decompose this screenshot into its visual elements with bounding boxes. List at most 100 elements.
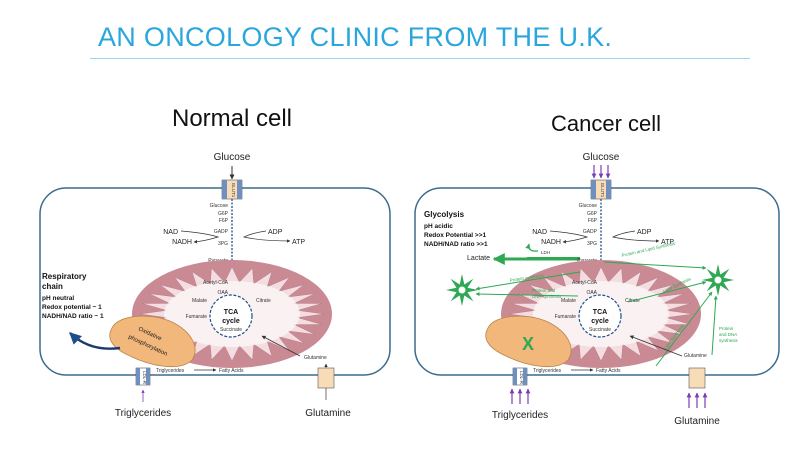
normal-chain-label: chain — [42, 282, 63, 291]
cancer-3pg: 3PG — [587, 241, 597, 247]
cancer-triglycerides-label: Triglycerides — [492, 410, 548, 421]
cancer-synthesis-star-right — [702, 264, 734, 296]
cancer-glucose-uptake-arrows — [591, 165, 611, 179]
cancer-nad-reduction-arrow — [549, 230, 589, 244]
cancer-glutamine-transporter — [688, 367, 706, 389]
normal-ph-text: pH neutral — [42, 295, 74, 302]
cancer-cell-panel: Cancer cell Glucose GLUT1 Glucose G6P F6… — [414, 111, 780, 427]
normal-oxphos-complex: Oxidative phosphorylation — [109, 315, 196, 367]
cancer-gadp: GADP — [583, 229, 598, 235]
cancer-glutamine-inner: Glutamine — [684, 353, 707, 359]
normal-g6p: G6P — [218, 211, 229, 217]
cancer-fatty-acids: Fatty Acids — [596, 368, 621, 374]
normal-tca-cycle-ring — [209, 294, 253, 338]
cancer-ldlr-label: LDL-R — [519, 371, 524, 385]
cancer-glutamine-to-tca-arrow — [629, 335, 683, 357]
normal-ldlr-label: LDL-R — [142, 371, 147, 385]
cancer-triglycerides-inner: Triglycerides — [533, 368, 562, 374]
normal-glut1-transporter: GLUT1 — [221, 179, 243, 200]
normal-fatty-acids: Fatty Acids — [219, 368, 244, 374]
cancer-nadh-recycling-arrow — [525, 243, 539, 252]
title-divider — [90, 58, 750, 59]
cancer-lipid-synthesis-arrow — [627, 280, 707, 303]
cancer-nad: NAD — [532, 229, 547, 236]
normal-glutamine-inner: Glutamine — [304, 355, 327, 361]
synthesis-star-core — [458, 286, 466, 294]
normal-nad: NAD — [163, 229, 178, 236]
cancer-protein-synthesis-arrow — [475, 271, 581, 291]
normal-glutamine-to-tca-arrow — [261, 335, 301, 357]
cancer-redox-text: Redox Potential >>1 — [424, 232, 487, 239]
normal-3pg: 3PG — [218, 241, 228, 247]
cancer-glucose-inner: Glucose — [579, 203, 598, 209]
normal-atp-generation-arrow — [242, 230, 291, 243]
normal-triglycerides-label: Triglycerides — [115, 408, 171, 419]
slide-title: AN ONCOLOGY CLINIC FROM THE U.K. — [98, 22, 613, 52]
normal-cell-heading: Normal cell — [172, 105, 292, 132]
cancer-dna-synthesis-arrow — [475, 292, 579, 297]
normal-electron-transport-arrow — [69, 332, 121, 350]
synthesis-star-core — [714, 276, 722, 284]
normal-adp: ADP — [268, 229, 283, 236]
cancer-glycolysis-label: Glycolysis — [424, 210, 465, 219]
normal-cell-panel: Normal cell Glucose GLUT1 Glucose G6P F6… — [39, 105, 391, 419]
normal-cell-membrane — [39, 187, 391, 376]
cancer-lipid-synthesis-arrow-2 — [655, 291, 713, 367]
cancer-ldlr-transporter: LDL-R — [512, 367, 528, 386]
cancer-oaa: OAA — [586, 290, 597, 296]
cancer-fumarate: Fumarate — [555, 314, 577, 320]
normal-respiratory-label: Respiratory — [42, 272, 87, 281]
cancer-protein-label-r2: and DNA — [719, 332, 737, 337]
normal-f6p: F6P — [219, 218, 229, 224]
normal-nadh: NADH — [172, 239, 192, 246]
cancer-protein-label-r3: synthesis — [719, 338, 739, 343]
cancer-glutamine-synthesis-arrow — [711, 295, 718, 356]
normal-malate: Malate — [192, 298, 207, 304]
normal-glutamine-transporter — [317, 367, 335, 389]
normal-triglycerides-inner: Triglycerides — [156, 368, 185, 374]
cancer-lactate: Lactate — [467, 255, 490, 262]
normal-redox-text: Redox potential ~ 1 — [42, 304, 102, 311]
cancer-glutamine-uptake-arrows — [686, 392, 708, 408]
cancer-atp: ATP — [661, 239, 674, 246]
cancer-tca-cycle-label: cycle — [591, 318, 609, 325]
normal-succinate: Succinate — [220, 327, 242, 333]
cancer-succinate: Succinate — [589, 327, 611, 333]
cancer-glut1-label: GLUT1 — [600, 183, 605, 198]
cancer-synthesis-star-left — [446, 274, 478, 306]
normal-citrate: Citrate — [256, 298, 271, 304]
cancer-protein-dna-label: Protein and — [532, 288, 556, 293]
normal-nad-reduction-arrow — [180, 230, 220, 244]
normal-tca-label: TCA — [224, 309, 238, 316]
cancer-protein-lipid-arrow — [603, 261, 707, 270]
cancer-dna-synthesis-label: DNA synthesis — [532, 294, 562, 299]
cancer-acetyl-coa: Acetyl-CoA — [572, 280, 598, 286]
cancer-ldh: LDH — [541, 250, 550, 255]
cancer-f6p: F6P — [588, 218, 598, 224]
normal-acetyl-coa: Acetyl-CoA — [203, 280, 229, 286]
cancer-triglyceride-uptake-arrows — [509, 388, 531, 404]
cancer-ph-text: pH acidic — [424, 223, 453, 230]
cancer-ratio-text: NADH/NAD ratio >>1 — [424, 241, 488, 248]
cancer-protein-synthesis-label: Protein synthesis — [509, 273, 544, 283]
normal-oaa: OAA — [217, 290, 228, 296]
cancer-protein-lipid-label: Protein and Lipid Synthesis — [621, 241, 676, 258]
cancer-cell-heading: Cancer cell — [551, 111, 661, 136]
cancer-atp-generation-arrow — [611, 230, 660, 243]
cancer-glut1-transporter: GLUT1 — [590, 179, 612, 200]
cancer-nadh: NADH — [541, 239, 561, 246]
normal-fumarate: Fumarate — [186, 314, 208, 320]
cancer-tca-cycle-ring — [578, 294, 622, 338]
cancer-adp: ADP — [637, 229, 652, 236]
normal-atp: ATP — [292, 239, 305, 246]
normal-glucose-inner: Glucose — [210, 203, 229, 209]
normal-tca-cycle-label: cycle — [222, 318, 240, 325]
cancer-g6p: G6P — [587, 211, 598, 217]
normal-ratio-text: NADH/NAD ratio ~ 1 — [42, 313, 104, 320]
normal-glutamine-label: Glutamine — [305, 408, 351, 419]
cancer-tca-label: TCA — [593, 309, 607, 316]
cancer-glutamine-label: Glutamine — [674, 416, 720, 427]
cancer-oxphos-complex-inhibited: X — [485, 315, 572, 367]
normal-ldlr-transporter: LDL-R — [135, 367, 151, 386]
